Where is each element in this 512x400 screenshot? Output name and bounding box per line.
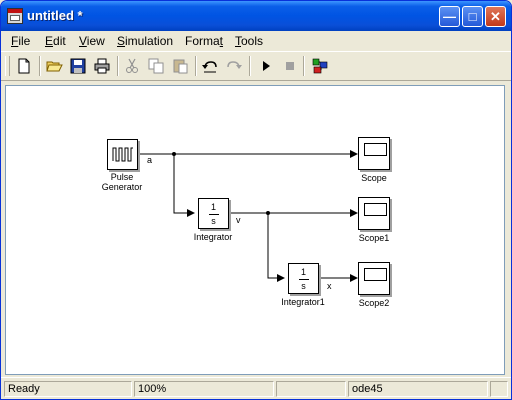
integrator1-label: Integrator1 [281, 297, 325, 307]
maximize-button[interactable]: □ [462, 6, 483, 27]
save-icon[interactable] [69, 57, 87, 75]
window-title: untitled * [27, 8, 83, 23]
start-simulation-icon[interactable] [257, 57, 275, 75]
branch-point-a [172, 152, 176, 156]
integrator-label: Integrator [193, 232, 233, 242]
scope1-block[interactable] [358, 197, 390, 230]
close-icon: ✕ [490, 9, 501, 24]
scope-label: Scope [361, 173, 387, 183]
new-file-icon[interactable] [15, 57, 33, 75]
signal-a-line[interactable] [139, 150, 358, 217]
scope1-label: Scope1 [358, 233, 390, 243]
menu-bar: File Edit View Simulation Format Tools [1, 31, 511, 51]
scope-screen-icon [364, 203, 387, 216]
integrator1-denominator: s [301, 281, 306, 291]
zoom-level: 100% [134, 381, 274, 397]
toolbar-separator [117, 56, 119, 76]
undo-icon[interactable] [201, 57, 219, 75]
status-panel-empty [276, 381, 346, 397]
maximize-icon: □ [468, 9, 477, 24]
library-browser-icon[interactable] [311, 57, 329, 75]
status-text: Ready [4, 381, 132, 397]
integrator-denominator: s [211, 216, 216, 226]
title-bar[interactable]: untitled * — □ ✕ [1, 1, 511, 31]
pulse-generator-label: Pulse Generator [101, 172, 143, 192]
scope-block[interactable] [358, 137, 390, 170]
toolbar-grip[interactable] [5, 56, 10, 76]
menu-format[interactable]: Format [185, 34, 224, 48]
menu-simulation[interactable]: Simulation [117, 34, 174, 48]
signal-a-label: a [147, 155, 153, 165]
pulse-wave-icon [112, 147, 133, 162]
toolbar-separator [195, 56, 197, 76]
menu-view[interactable]: View [79, 34, 105, 48]
signal-x-label: x [327, 281, 332, 291]
redo-icon[interactable] [225, 57, 243, 75]
integrator-numerator: 1 [210, 202, 216, 212]
menu-tools[interactable]: Tools [235, 34, 264, 48]
fraction-bar [299, 279, 309, 280]
integrator1-block[interactable]: 1 s [288, 263, 319, 294]
scope2-label: Scope2 [358, 298, 390, 308]
scope-screen-icon [364, 268, 387, 281]
toolbar-separator [39, 56, 41, 76]
open-folder-icon[interactable] [45, 57, 63, 75]
scope2-block[interactable] [358, 262, 390, 295]
toolbar [1, 51, 511, 81]
signal-v-label: v [236, 215, 241, 225]
status-panel-end [490, 381, 508, 397]
minimize-button[interactable]: — [439, 6, 460, 27]
minimize-icon: — [443, 9, 456, 24]
integrator-block[interactable]: 1 s [198, 198, 229, 229]
branch-point-v [266, 211, 270, 215]
solver-name: ode45 [348, 381, 488, 397]
model-canvas[interactable]: Pulse Generator a 1 s Integrator v 1 s I… [5, 85, 505, 375]
stop-simulation-icon[interactable] [281, 57, 299, 75]
signal-v-line[interactable] [230, 209, 358, 282]
scope-screen-icon [364, 143, 387, 156]
integrator1-numerator: 1 [300, 267, 306, 277]
menu-edit[interactable]: Edit [45, 34, 66, 48]
cut-icon[interactable] [123, 57, 141, 75]
status-bar: Ready 100% ode45 [1, 377, 511, 399]
print-icon[interactable] [93, 57, 111, 75]
signal-lines [139, 150, 358, 282]
toolbar-separator [303, 56, 305, 76]
copy-icon[interactable] [147, 57, 165, 75]
close-button[interactable]: ✕ [485, 6, 506, 27]
fraction-bar [209, 214, 219, 215]
menu-file[interactable]: File [11, 34, 31, 48]
paste-icon[interactable] [171, 57, 189, 75]
simulink-app-icon[interactable] [7, 8, 23, 24]
pulse-generator-block[interactable] [107, 139, 138, 170]
toolbar-separator [249, 56, 251, 76]
